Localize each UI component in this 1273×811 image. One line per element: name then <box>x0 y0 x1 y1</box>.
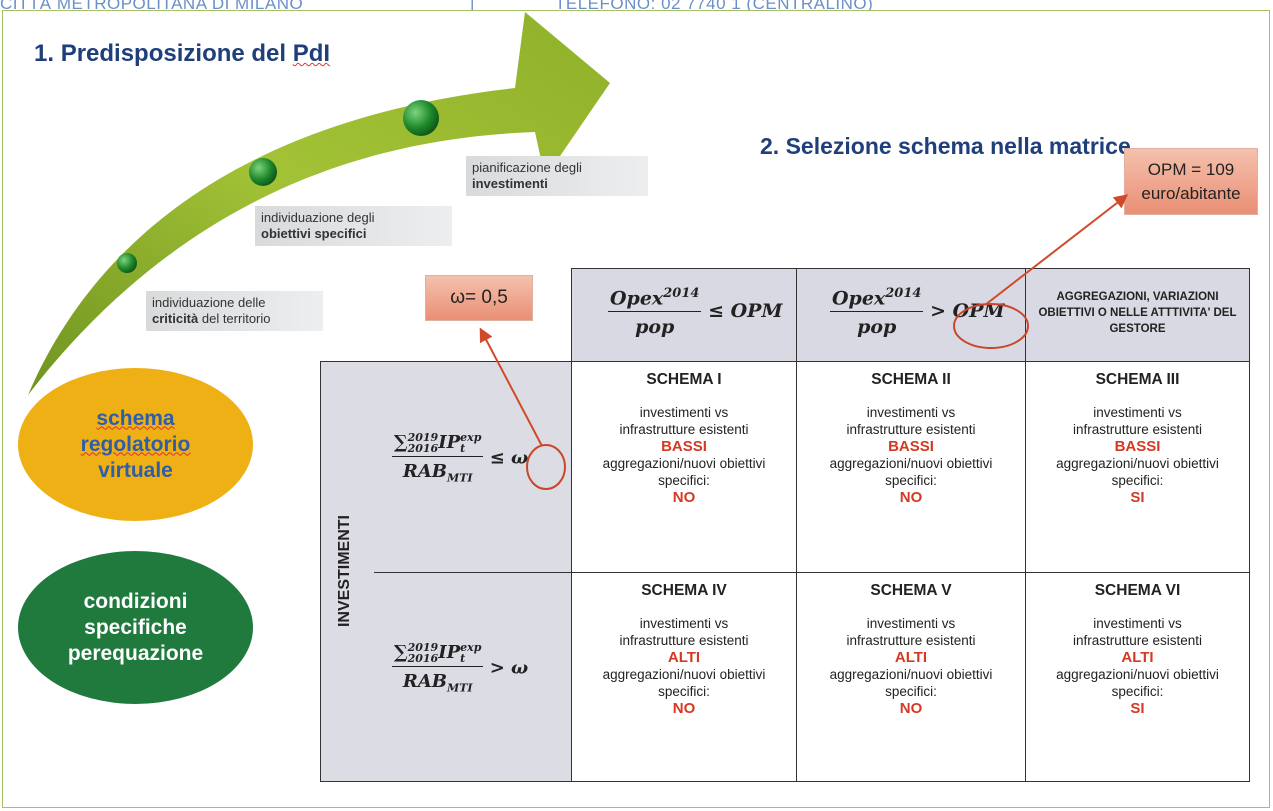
progress-arrow-graphic <box>28 12 610 395</box>
step1-title: 1. Predisposizione del PdI <box>34 40 331 67</box>
header-phone: TELEFONO: 02 7740 1 (CENTRALINO) <box>555 0 874 13</box>
milestone-dot-1 <box>117 253 137 273</box>
matrix-col-header-opm-le <box>571 268 797 362</box>
arrow-body <box>28 12 610 395</box>
omega-callout: ω= 0,5 <box>425 275 533 321</box>
header-org: CITTÀ METROPOLITANA DI MILANO <box>0 0 304 13</box>
matrix-col-header-aggregations: AGGREGAZIONI, VARIAZIONI OBIETTIVI O NEL… <box>1025 268 1250 362</box>
header-separator: | <box>470 0 475 13</box>
row-header-divider <box>374 572 572 573</box>
row-axis-label-investimenti: INVESTIMENTI <box>336 515 353 628</box>
step2-title: 2. Selezione schema nella matrice <box>760 133 1131 159</box>
milestone-dot-3 <box>403 100 439 136</box>
milestone-dot-2 <box>249 158 277 186</box>
